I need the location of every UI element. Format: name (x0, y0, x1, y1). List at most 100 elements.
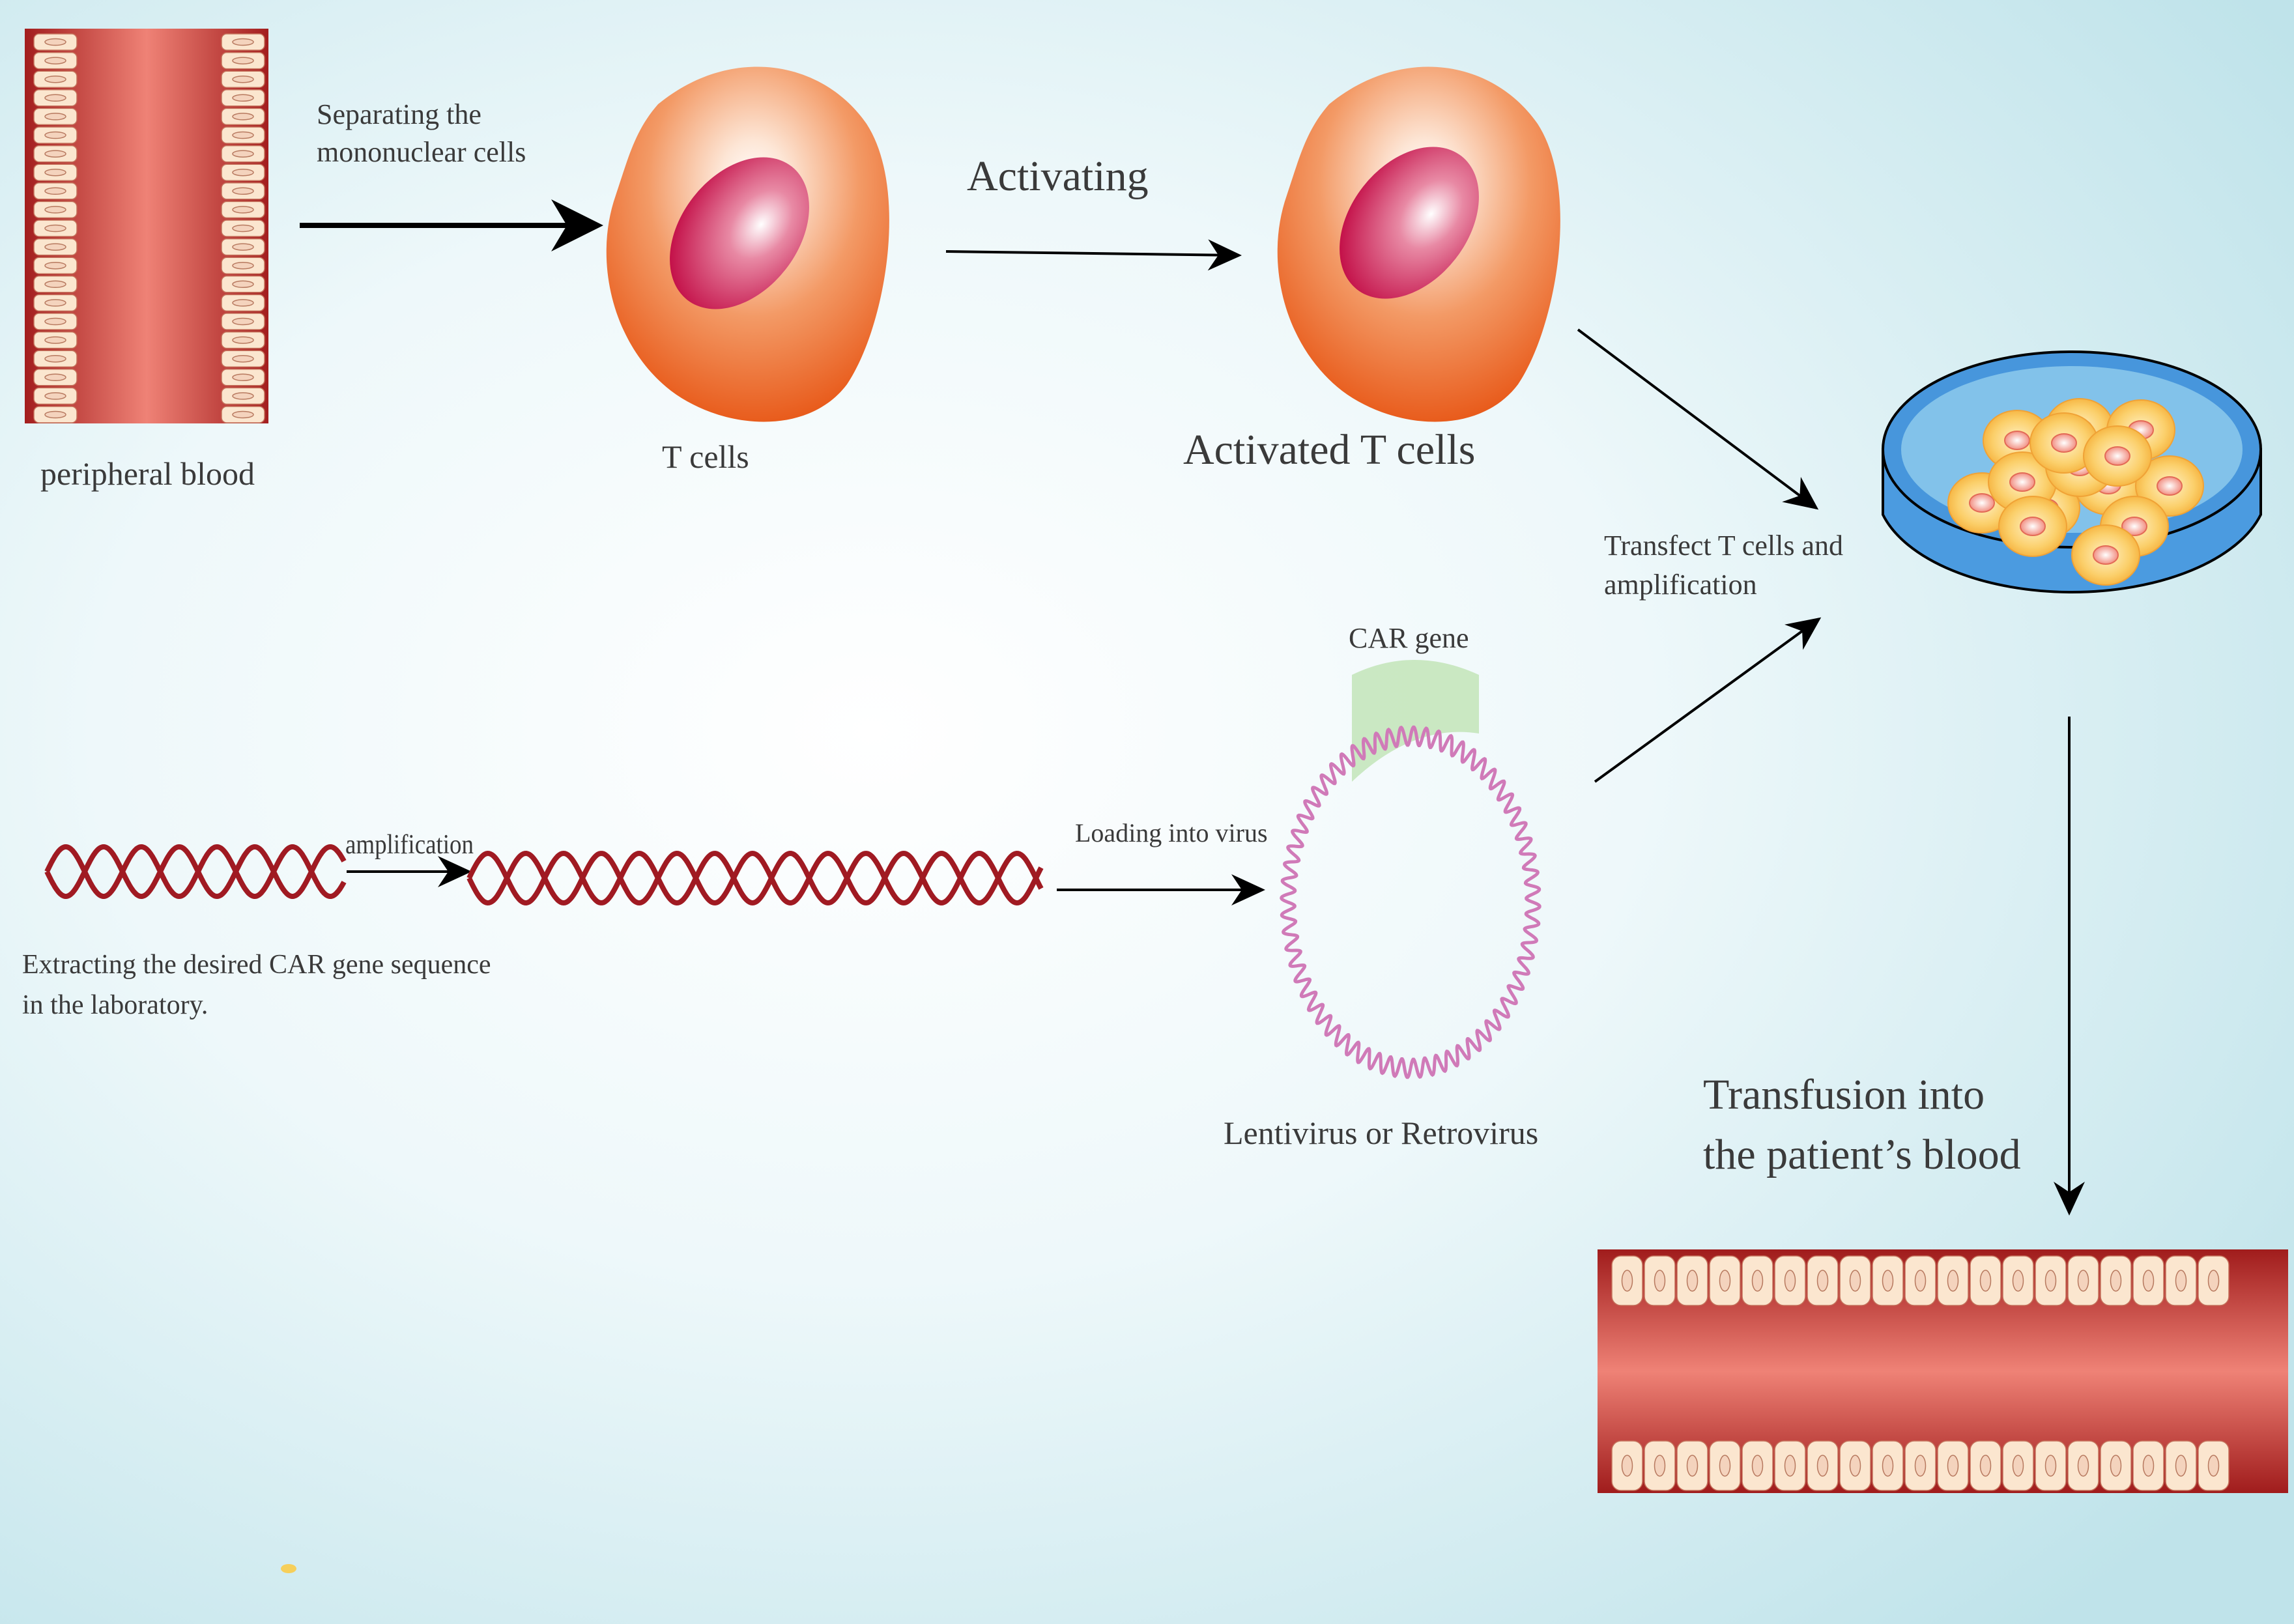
vessel-cell-nucleus (1979, 1455, 1992, 1477)
cultured-cell-nucleus (2104, 446, 2130, 466)
vessel-cell-nucleus (1719, 1270, 1731, 1292)
vessel-cell-nucleus (1621, 1455, 1633, 1477)
label-car-gene: CAR gene (1349, 622, 1469, 654)
label-lentivirus: Lentivirus or Retrovirus (1224, 1115, 1538, 1151)
label-transfusion-line2: the patient’s blood (1703, 1131, 2021, 1178)
label-transfect-line1: Transfect T cells and (1604, 530, 1843, 562)
label-separating-line1: Separating the (317, 98, 481, 130)
vessel-cell-nucleus (2175, 1270, 2187, 1292)
vessel-cell-nucleus (1914, 1455, 1927, 1477)
vessel-cell-nucleus (232, 410, 254, 419)
vessel-cell-column-left (33, 33, 78, 423)
vessel-cell-nucleus (44, 94, 66, 102)
vessel-cell-nucleus (1882, 1270, 1894, 1292)
vessel-cell-nucleus (44, 392, 66, 400)
vessel-cell-nucleus (1751, 1455, 1764, 1477)
patient-blood-vessel (1598, 1249, 2288, 1493)
vessel-cell-nucleus (232, 94, 254, 102)
label-transfusion-line1: Transfusion into (1703, 1071, 1985, 1118)
label-separating-line2: mononuclear cells (317, 136, 526, 168)
yellow-mark (281, 1564, 296, 1573)
vessel-cell-nucleus (44, 224, 66, 233)
vessel-cell-nucleus (232, 187, 254, 195)
vessel-cell-nucleus (2077, 1270, 2089, 1292)
cultured-cell-nucleus (2157, 476, 2183, 496)
cultured-cell-nucleus (2093, 545, 2119, 565)
vessel-cell-nucleus (1947, 1455, 1959, 1477)
vessel-cell-nucleus (44, 299, 66, 307)
vessel-cell-nucleus (44, 206, 66, 214)
vessel-cell-nucleus (1882, 1455, 1894, 1477)
vessel-cell-nucleus (232, 224, 254, 233)
vessel-cell-nucleus (2044, 1455, 2057, 1477)
activated-t-cell (1277, 66, 1560, 422)
label-extracting-line2: in the laboratory. (22, 990, 208, 1020)
vessel-cell-nucleus (232, 206, 254, 214)
vessel-cell-nucleus (232, 354, 254, 363)
vessel-cell-nucleus (44, 243, 66, 251)
plasmid-ring (1280, 725, 1541, 1079)
vessel-cell-nucleus (44, 75, 66, 83)
vessel-cell-nucleus (232, 299, 254, 307)
t-cell (606, 66, 889, 422)
vessel-cell-nucleus (44, 168, 66, 177)
vessel-cell-nucleus (1719, 1455, 1731, 1477)
dna-strand (466, 850, 1044, 906)
vessel-cell-nucleus (232, 336, 254, 344)
dna-strand (44, 844, 347, 900)
vessel-cell-nucleus (232, 392, 254, 400)
vessel-cell-nucleus (2207, 1270, 2220, 1292)
vessel-cell-nucleus (232, 317, 254, 326)
culture-dish (1882, 350, 2262, 593)
cultured-cell-nucleus (2020, 517, 2046, 536)
vessel-cell-nucleus (2110, 1455, 2122, 1477)
viral-vector (1280, 660, 1541, 1079)
cultured-cell-nucleus (2004, 431, 2030, 450)
vessel-cell-nucleus (1621, 1270, 1633, 1292)
dna-strand (466, 850, 1044, 906)
dna-strand (44, 844, 347, 900)
label-extracting-line1: Extracting the desired CAR gene sequence (22, 950, 491, 980)
vessel-cell-nucleus (2110, 1270, 2122, 1292)
vessel-cell-nucleus (44, 187, 66, 195)
vessel-cell-nucleus (44, 150, 66, 158)
cultured-cell-nucleus (1969, 493, 1995, 513)
cultured-cells (1947, 398, 2204, 586)
label-activated-t-cells: Activated T cells (1183, 426, 1475, 474)
label-transfect-line2: amplification (1604, 569, 1757, 601)
vessel-cell-nucleus (1914, 1270, 1927, 1292)
vessel-cell-nucleus (1686, 1455, 1699, 1477)
vessel-cell-row-top (1611, 1255, 2229, 1306)
cultured-cell-nucleus (2121, 517, 2147, 536)
cultured-cell-nucleus (2051, 433, 2077, 453)
vessel-cell-nucleus (232, 131, 254, 139)
cultured-cell-nucleus (2009, 472, 2035, 492)
vessel-cell-nucleus (1816, 1270, 1829, 1292)
vessel-cell-nucleus (1654, 1270, 1666, 1292)
vessel-cell-nucleus (232, 150, 254, 158)
vessel-cell-nucleus (232, 373, 254, 382)
vessel-cell-nucleus (232, 168, 254, 177)
vessel-cell-nucleus (2142, 1455, 2155, 1477)
label-peripheral-blood: peripheral blood (40, 455, 255, 492)
vessel-cell-nucleus (1686, 1270, 1699, 1292)
vessel-cell-row-bottom (1611, 1440, 2229, 1491)
arrow-virus-to-dish (1594, 617, 1822, 783)
dna-helix-short (44, 844, 347, 900)
vessel-cell-nucleus (2175, 1455, 2187, 1477)
peripheral-blood-vessel (25, 29, 268, 423)
vessel-cell-nucleus (44, 410, 66, 419)
vessel-cell-nucleus (232, 75, 254, 83)
vessel-cell-nucleus (232, 113, 254, 121)
vessel-cell-nucleus (232, 243, 254, 251)
vessel-cell-nucleus (44, 131, 66, 139)
vessel-cell-nucleus (1849, 1270, 1861, 1292)
dna-helix-amplified (466, 850, 1044, 906)
vessel-cell-nucleus (2012, 1270, 2024, 1292)
vessel-cell-nucleus (44, 317, 66, 326)
vessel-cell-nucleus (1784, 1455, 1796, 1477)
vessel-cell-nucleus (2207, 1455, 2220, 1477)
vessel-cell-nucleus (232, 57, 254, 64)
vessel-cell-nucleus (1947, 1270, 1959, 1292)
